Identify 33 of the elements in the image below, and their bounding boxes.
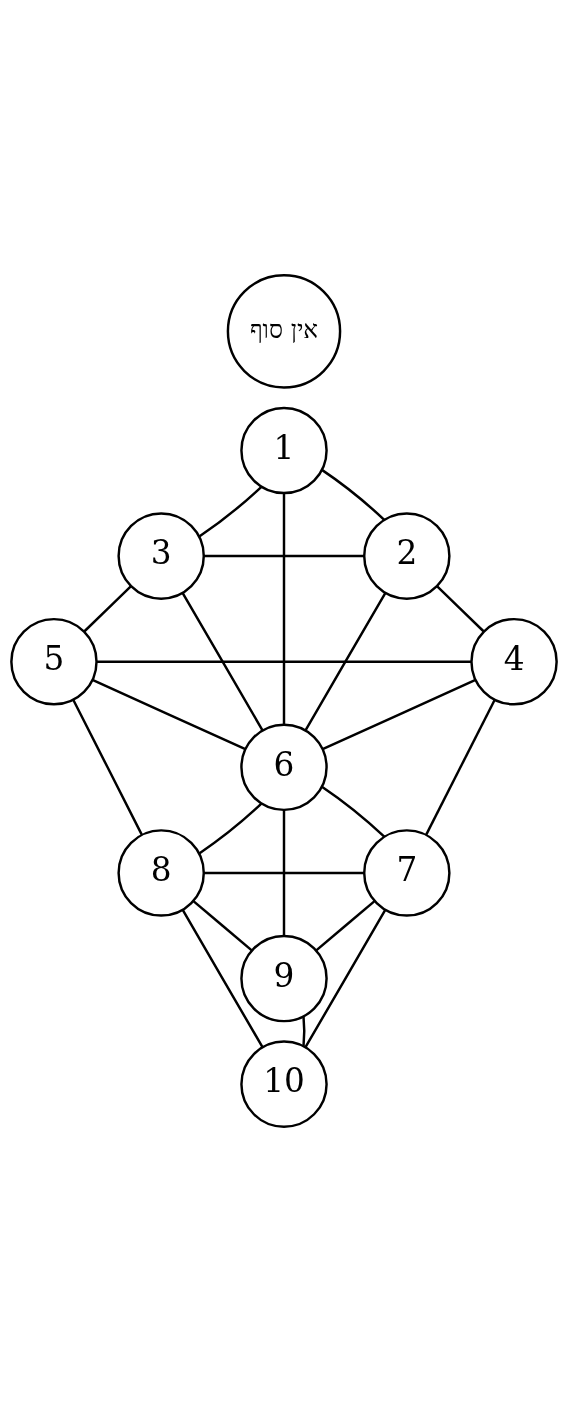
- connector: [192, 899, 253, 951]
- node-circle: 1: [240, 406, 328, 494]
- connector: [304, 592, 387, 731]
- connector: [96, 659, 472, 663]
- connector: [83, 584, 132, 632]
- node-circle: 7: [363, 828, 451, 917]
- node-circle: 2: [363, 511, 451, 600]
- connector: [181, 908, 264, 1048]
- connector: [203, 871, 364, 874]
- node-circle: 8: [117, 828, 205, 917]
- node-circle: אין סוף: [226, 273, 342, 389]
- connector: [181, 592, 264, 731]
- node-circle: 6: [240, 723, 328, 811]
- node-circle: 5: [10, 617, 98, 705]
- connector: [321, 785, 386, 838]
- connector: [304, 908, 387, 1048]
- connector: [91, 678, 246, 750]
- connector: [203, 554, 364, 557]
- node-circle: 3: [117, 511, 205, 600]
- connector: [282, 809, 286, 936]
- connector: [282, 492, 286, 724]
- connector: [436, 584, 485, 632]
- connector: [198, 485, 263, 538]
- node-circle: 4: [470, 617, 558, 705]
- node-circle: 9: [240, 934, 328, 1022]
- connector: [425, 698, 496, 835]
- connector: [302, 1016, 306, 1046]
- connector: [321, 468, 386, 521]
- connector: [198, 802, 263, 854]
- connector: [315, 899, 376, 951]
- connector: [72, 698, 143, 835]
- node-circle: 10: [240, 1039, 328, 1128]
- connector: [322, 678, 477, 750]
